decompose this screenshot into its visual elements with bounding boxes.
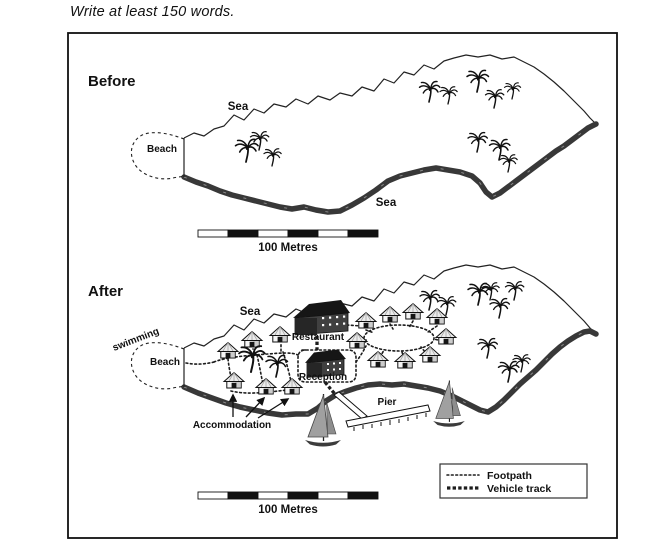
north-coastline	[183, 54, 597, 139]
before-title: Before	[88, 73, 136, 90]
vehicle-track-lines	[315, 336, 338, 397]
sea-label: Sea	[240, 306, 261, 318]
before-map: Before Sea Sea Beach 100 Metres	[88, 54, 599, 254]
scale-bar-after: 100 Metres	[197, 491, 379, 516]
beach-label: Beach	[147, 144, 177, 155]
scale-label-before: 100 Metres	[258, 242, 317, 254]
pier-structure	[333, 391, 431, 431]
reception-building	[305, 349, 346, 378]
restaurant-building	[293, 300, 350, 336]
sea-label-bottom: Sea	[376, 197, 397, 209]
accommodation-arrows	[228, 393, 290, 419]
accommodation-label: Accommodation	[193, 420, 271, 431]
sea-label-top: Sea	[228, 101, 249, 113]
scale-bar-before: 100 Metres	[197, 229, 379, 254]
beach-outline	[130, 132, 185, 180]
legend-box: Footpath Vehicle track	[439, 463, 588, 499]
beach-outline	[130, 342, 185, 390]
pier-label: Pier	[378, 397, 397, 408]
footpath-legend-label: Footpath	[487, 470, 532, 482]
reception-label: Reception	[299, 372, 347, 383]
scale-label-after: 100 Metres	[258, 504, 317, 516]
after-title: After	[88, 283, 123, 300]
beach-label: Beach	[150, 357, 180, 368]
instruction-text: Write at least 150 words.	[70, 4, 235, 20]
north-coastline	[183, 264, 597, 349]
vehicle-track-legend-label: Vehicle track	[487, 483, 551, 495]
restaurant-label: Restaurant	[292, 332, 345, 343]
track-reception-pier	[323, 380, 338, 397]
after-map: After Sea swimming Beach Restaurant Rece…	[88, 264, 599, 516]
